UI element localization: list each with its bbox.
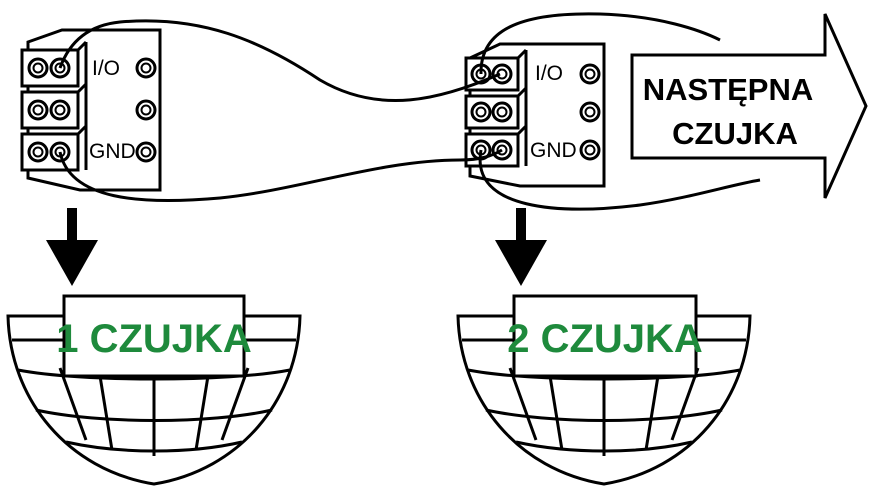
arrow-shape bbox=[630, 13, 868, 199]
detector-label-box bbox=[62, 294, 246, 378]
io-wire-out bbox=[479, 12, 721, 75]
detector-1: 1 CZUJKA bbox=[6, 294, 302, 486]
terminal-block-2: I/O GND bbox=[464, 42, 606, 188]
arrow-label-line1: NASTĘPNA bbox=[643, 72, 814, 107]
detector-1-label: 1 CZUJKA bbox=[56, 317, 252, 361]
detector-label-box bbox=[512, 294, 698, 378]
gnd-wire bbox=[58, 148, 503, 203]
io-wire bbox=[58, 19, 501, 102]
right-screws bbox=[135, 57, 157, 163]
next-detector-arrow: NASTĘPNA CZUJKA bbox=[630, 13, 868, 199]
arrow-label-line2: CZUJKA bbox=[672, 116, 798, 151]
gnd-terminal-label: GND bbox=[89, 140, 136, 163]
wires bbox=[58, 12, 761, 211]
io-terminal-label: I/O bbox=[535, 62, 563, 85]
down-arrow-1 bbox=[46, 208, 98, 286]
down-arrow-2 bbox=[495, 208, 547, 286]
right-screws bbox=[579, 63, 601, 161]
terminal-block-1: I/O GND bbox=[20, 28, 162, 192]
detector-2: 2 CZUJKA bbox=[456, 294, 752, 486]
gnd-wire-out bbox=[478, 149, 761, 211]
io-terminal-label: I/O bbox=[92, 57, 120, 80]
detector-2-label: 2 CZUJKA bbox=[507, 317, 703, 361]
gnd-terminal-label: GND bbox=[530, 139, 577, 162]
